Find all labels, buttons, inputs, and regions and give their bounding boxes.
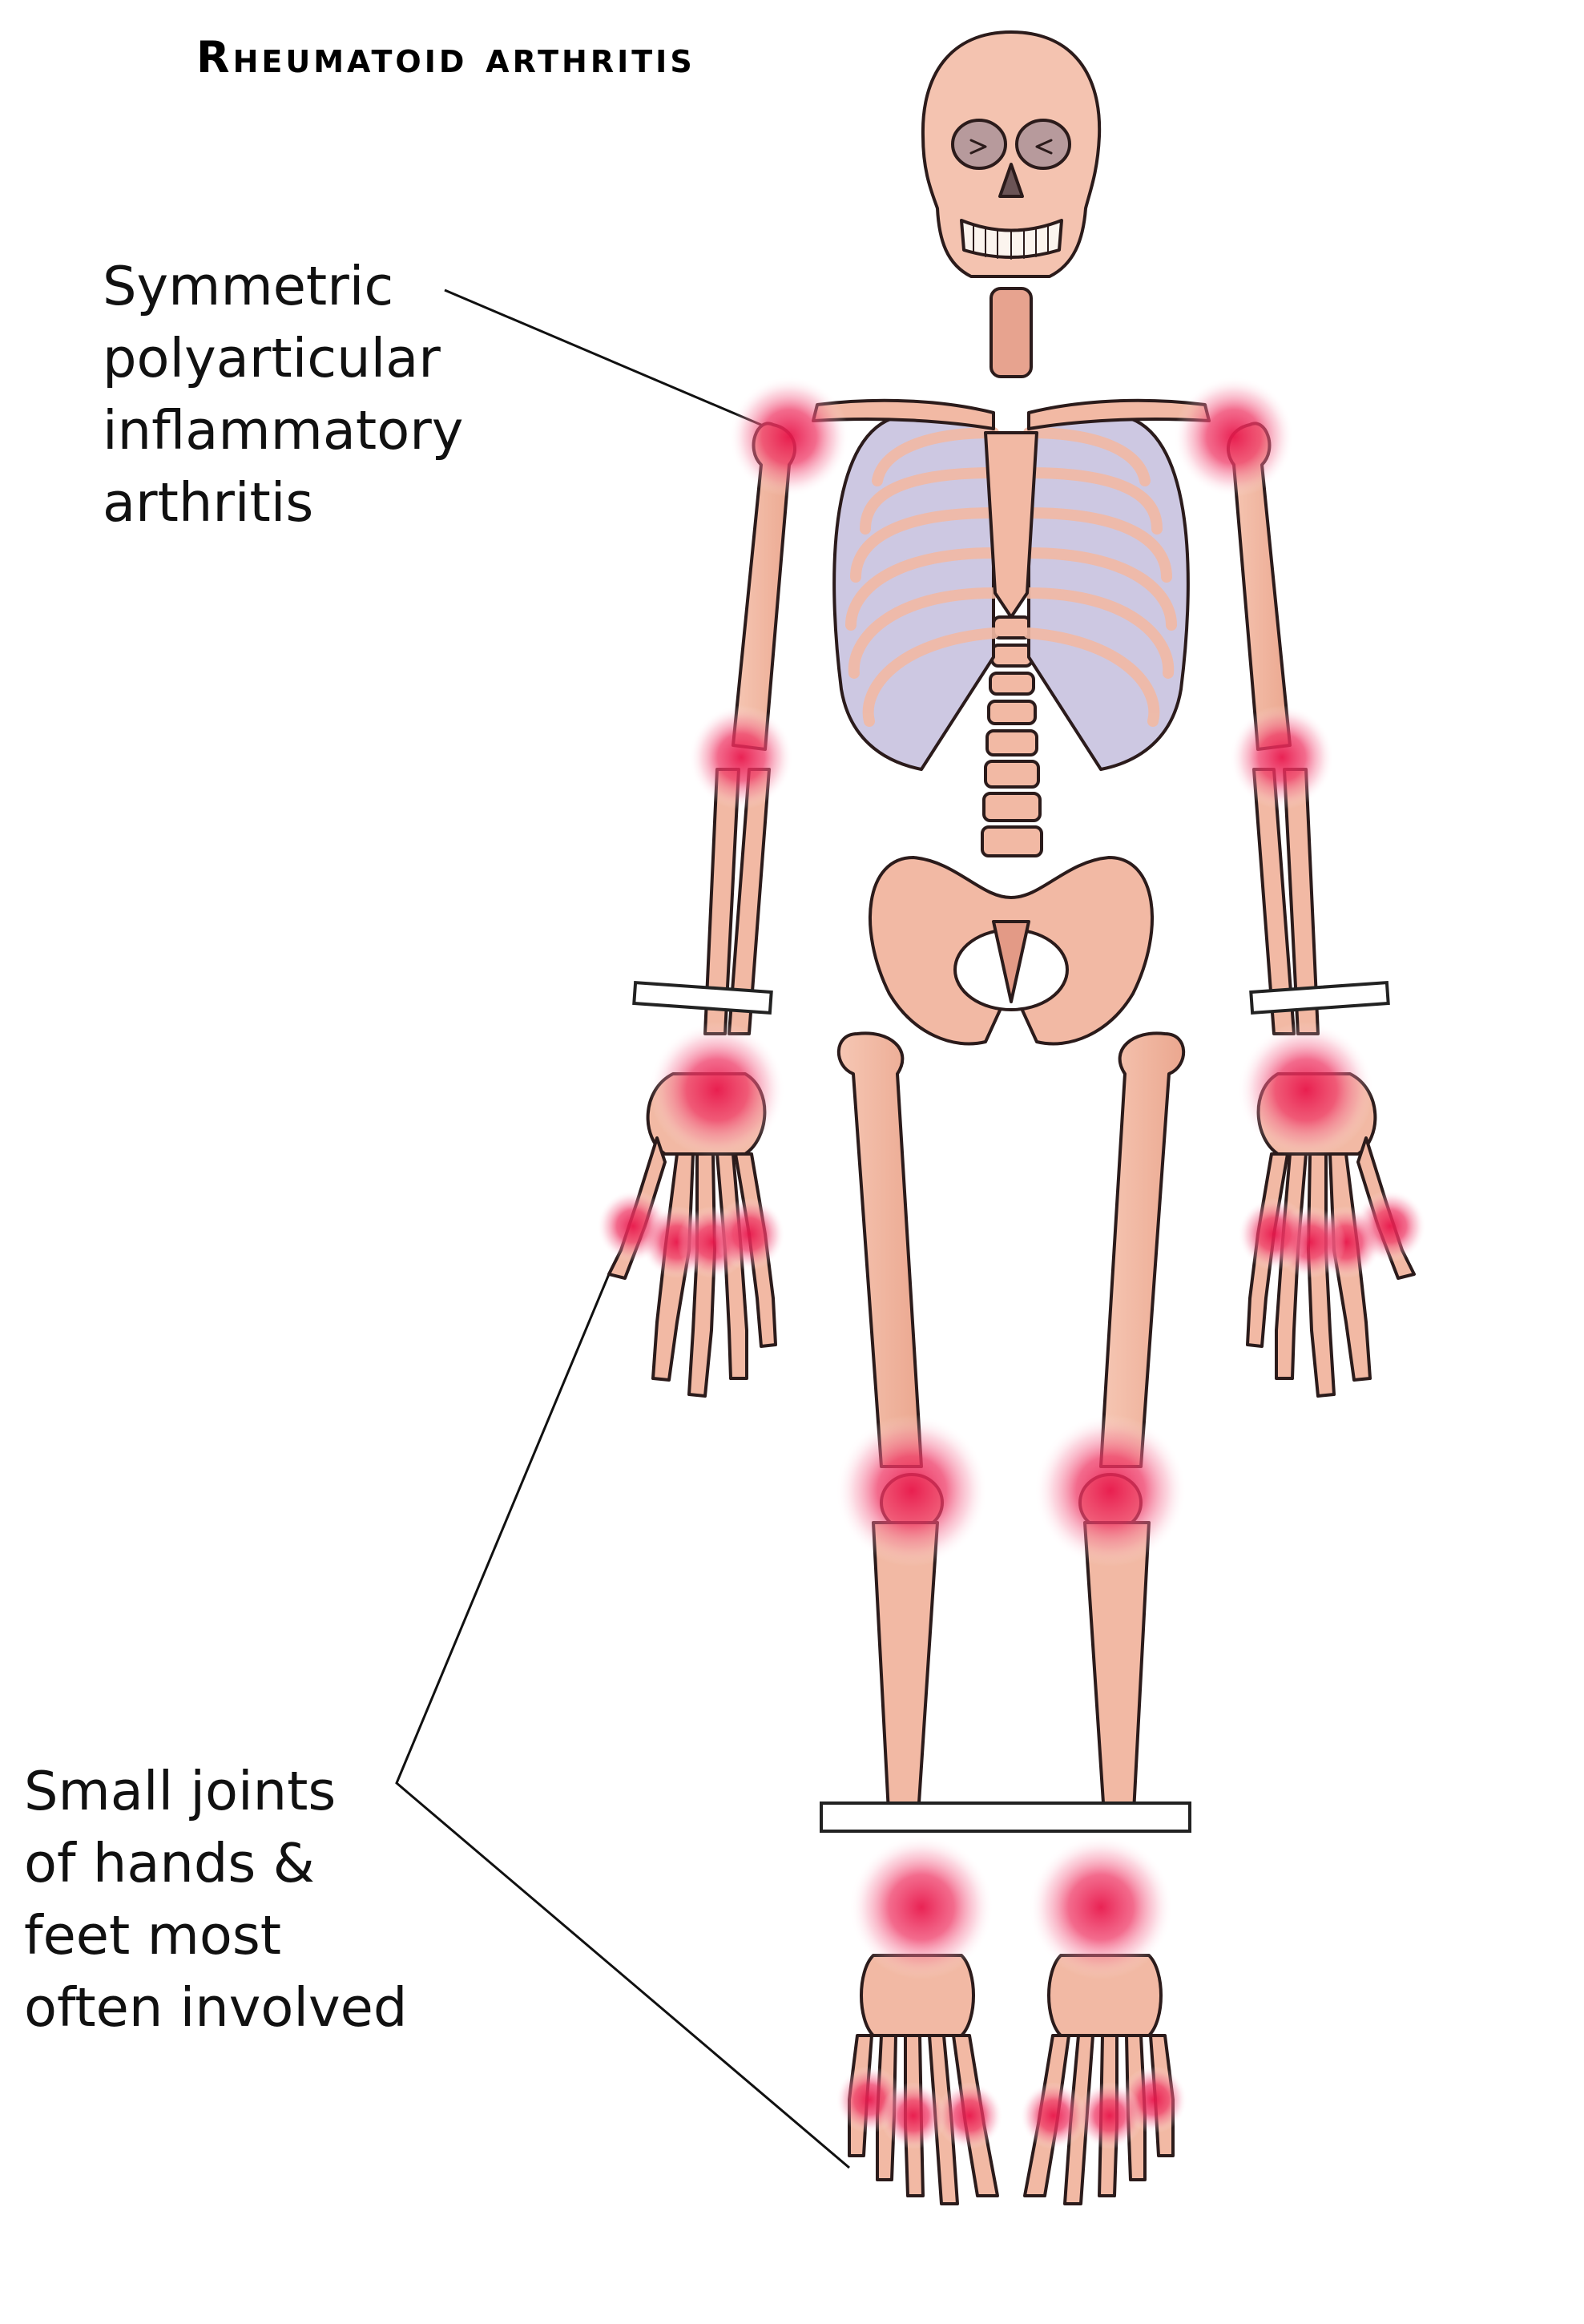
inflamed-joint-knee-right bbox=[1034, 1414, 1187, 1567]
inflamed-joint-toe-right-3 bbox=[1020, 2082, 1087, 2149]
annotation-line: feet most bbox=[24, 1904, 282, 1967]
break-marker-ankles bbox=[820, 1802, 1191, 1833]
annotation-small-joints: Small joints of hands & feet most often … bbox=[24, 1755, 407, 2044]
annotation-line: Symmetric bbox=[103, 255, 394, 317]
break-marker-right-wrist bbox=[1249, 980, 1390, 1015]
pelvis bbox=[869, 856, 1154, 1046]
leader-line-top bbox=[444, 288, 790, 438]
skull bbox=[921, 30, 1102, 278]
break-markers bbox=[632, 980, 1390, 1833]
leader-line-bottom bbox=[395, 1273, 850, 2169]
annotation-line: often involved bbox=[24, 1976, 408, 2039]
rib-cage bbox=[832, 415, 1190, 771]
inflamed-joint-knuckle-right-4 bbox=[1238, 1198, 1310, 1270]
inflamed-joint-shoulder-left bbox=[729, 377, 849, 497]
inflamed-joint-elbow-right bbox=[1230, 705, 1334, 809]
inflamed-joints bbox=[597, 377, 1426, 2149]
femurs bbox=[836, 1031, 1186, 1468]
inflamed-joint-toe-left-2 bbox=[880, 2082, 947, 2149]
inflamed-joint-ankle-left bbox=[849, 1835, 994, 1979]
spine bbox=[981, 287, 1043, 857]
annotation-line: of hands & bbox=[24, 1832, 315, 1894]
inflamed-joint-wrist-right bbox=[1238, 1022, 1374, 1158]
clavicles bbox=[812, 398, 1211, 430]
inflamed-joint-shoulder-right bbox=[1174, 377, 1294, 497]
diagram-title: Rheumatoid arthritis bbox=[196, 32, 695, 83]
annotation-symmetric-arthritis: Symmetric polyarticular inflammatory art… bbox=[103, 250, 463, 539]
leader-lines bbox=[395, 288, 850, 2169]
lower-legs bbox=[872, 1521, 1151, 1829]
inflamed-joint-toe-right-2 bbox=[1076, 2082, 1143, 2149]
annotation-line: Small joints bbox=[24, 1760, 337, 1822]
inflamed-joint-knee-left bbox=[836, 1414, 988, 1567]
annotation-line: polyarticular bbox=[103, 327, 441, 389]
annotation-line: inflammatory bbox=[103, 399, 464, 462]
annotation-line: arthritis bbox=[103, 471, 314, 534]
inflamed-joint-wrist-left bbox=[649, 1022, 785, 1158]
inflamed-joint-toe-left-3 bbox=[936, 2082, 1003, 2149]
inflamed-joint-ankle-right bbox=[1029, 1835, 1173, 1979]
inflamed-joint-elbow-left bbox=[689, 705, 793, 809]
inflamed-joint-knuckle-left-4 bbox=[713, 1198, 785, 1270]
break-marker-left-wrist bbox=[632, 980, 773, 1015]
